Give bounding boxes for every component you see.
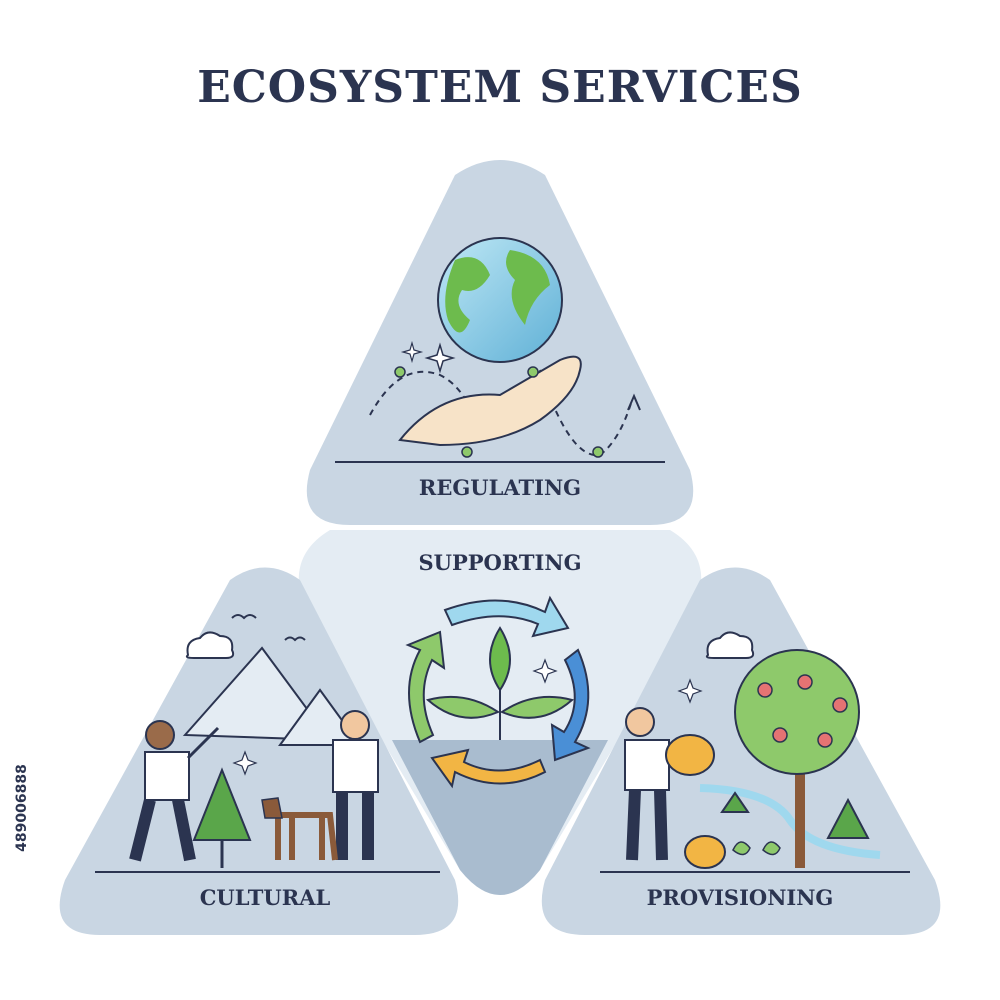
- sparkle-icon: [424, 342, 456, 374]
- provisioning-illustration: [600, 631, 910, 873]
- side-id-text: 489006888: [14, 764, 30, 852]
- cultural-illustration: [95, 614, 440, 873]
- regulating-illustration: [335, 237, 665, 463]
- regulating-label: REGULATING: [418, 475, 582, 500]
- dog-icon: [272, 812, 338, 861]
- pumpkin-icon: [665, 734, 715, 776]
- hiker-head-icon: [145, 720, 175, 750]
- cultural-label: CULTURAL: [199, 885, 331, 910]
- supporting-illustration: [405, 595, 591, 789]
- cultural-panel: [59, 567, 459, 935]
- leaf-icon: [489, 626, 511, 692]
- hand-icon: [398, 355, 582, 447]
- cycle-arrow-right: [550, 648, 591, 762]
- hiker-head-icon-2: [340, 710, 370, 740]
- cycle-arrow-bottom: [430, 748, 547, 789]
- cloud-icon: [185, 631, 235, 659]
- provisioning-panel: [541, 567, 941, 935]
- supporting-label: SUPPORTING: [418, 550, 582, 575]
- provisioning-label: PROVISIONING: [646, 885, 834, 910]
- cycle-arrow-top: [443, 595, 570, 638]
- cloud-icon-2: [705, 631, 755, 659]
- cycle-arrow-left: [405, 630, 446, 744]
- farmer-head-icon: [625, 707, 655, 737]
- pumpkin-icon-2: [684, 835, 726, 869]
- mountain-icon: [182, 646, 333, 742]
- page-title: ECOSYSTEM SERVICES: [197, 62, 803, 113]
